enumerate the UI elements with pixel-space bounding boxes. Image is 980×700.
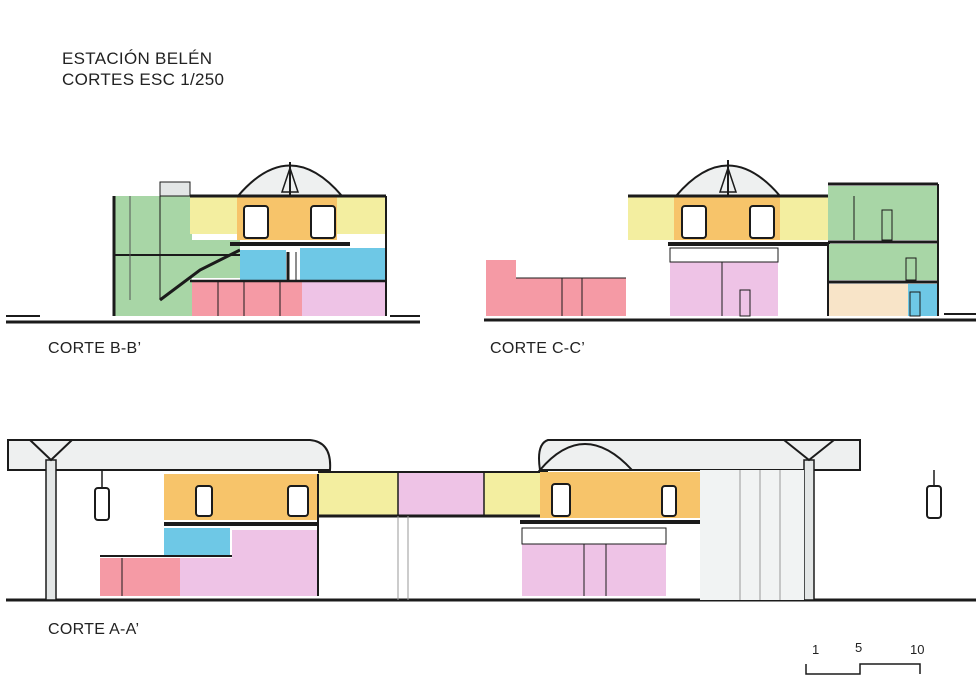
cabin-icon	[195, 485, 213, 517]
room-pink-a-left	[232, 530, 318, 596]
cabin-icon	[749, 205, 775, 239]
scale-label-5: 5	[855, 640, 863, 655]
cabin-icon	[926, 485, 942, 519]
section-label-c: CORTE C-C’	[490, 340, 586, 357]
glass-facade	[700, 470, 804, 600]
scale-label-10: 10	[910, 642, 925, 657]
title-line-2: CORTES ESC 1/250	[62, 70, 225, 89]
bridge-pink	[398, 472, 484, 516]
section-b-b	[6, 162, 420, 324]
section-a-a	[6, 439, 976, 602]
room-blue-b	[300, 248, 386, 280]
room-red-b	[192, 282, 302, 316]
cabin-icon	[287, 485, 309, 517]
room-blue-a	[164, 528, 230, 556]
room-green-c	[828, 186, 938, 240]
scale-label-1: 1	[812, 642, 820, 657]
canopy-left	[7, 439, 332, 471]
section-label-a: CORTE A-A’	[48, 621, 140, 638]
column	[803, 459, 815, 601]
room-pink-c	[670, 262, 778, 316]
drawing-title: ESTACIÓN BELÉN CORTES ESC 1/250	[62, 48, 224, 90]
roof-dome-a	[537, 443, 635, 471]
room-pink-a-right	[522, 544, 666, 596]
room-cream-c	[828, 284, 908, 316]
section-label-b: CORTE B-B’	[48, 340, 142, 357]
column	[45, 459, 57, 601]
room-red-c	[486, 260, 516, 316]
room-red-a	[100, 558, 180, 596]
cabin-icon	[94, 487, 110, 521]
cabin-icon	[681, 205, 707, 239]
cabin-icon	[310, 205, 336, 239]
section-c-c	[484, 160, 976, 322]
room-blue-c	[908, 284, 938, 316]
cabin-icon	[661, 485, 677, 517]
title-line-1: ESTACIÓN BELÉN	[62, 49, 213, 68]
cabin-icon	[243, 205, 269, 239]
cabin-icon	[551, 483, 571, 517]
scale-bar	[805, 663, 921, 675]
room-pink-b	[302, 282, 386, 316]
